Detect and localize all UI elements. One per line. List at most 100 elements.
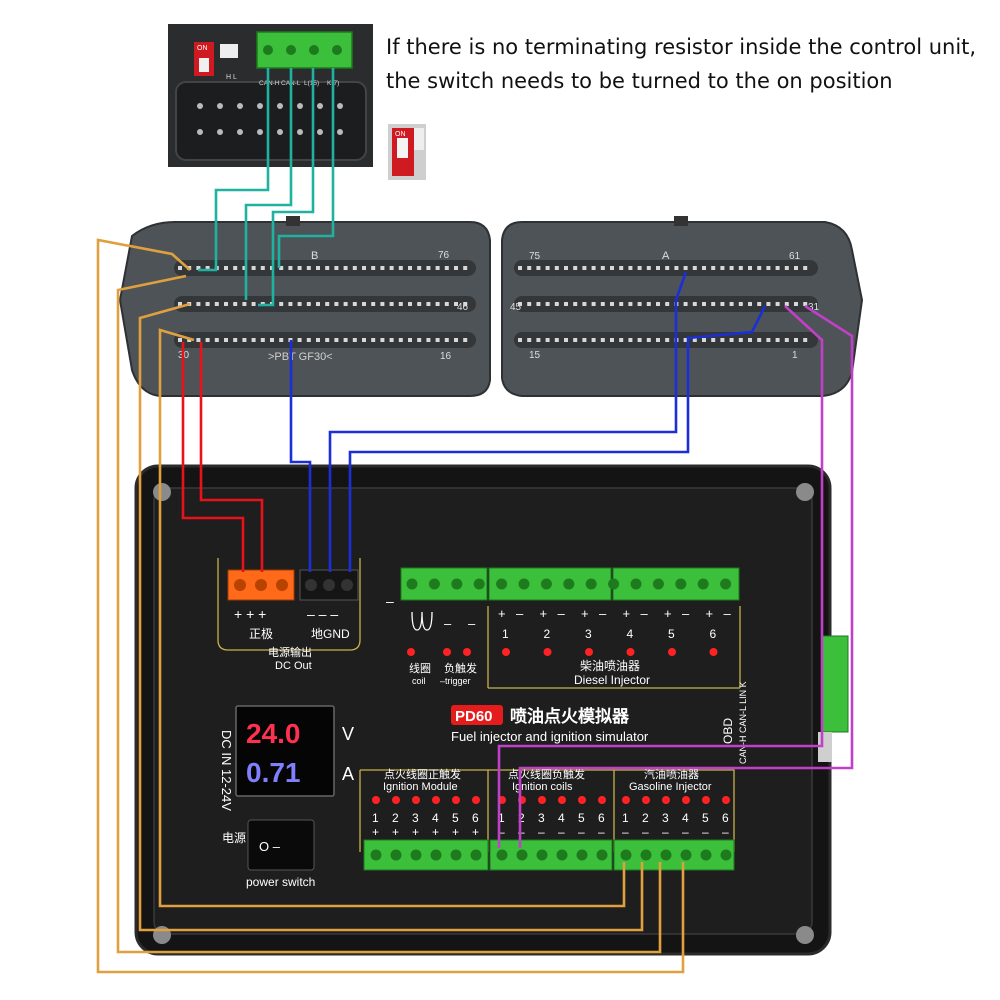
dc-out-label-en: DC Out xyxy=(275,660,312,672)
ecu-pin xyxy=(518,338,522,342)
terminal-screw xyxy=(370,849,382,861)
connector-b-pin-16: 16 xyxy=(440,351,452,362)
ecu-pin xyxy=(325,302,330,306)
trigger-label-cn: 负触发 xyxy=(444,661,477,675)
obd-pin-hole xyxy=(257,129,263,135)
wires xyxy=(96,68,854,974)
switch-detail-on-label: ON xyxy=(395,131,406,138)
ecu-pin xyxy=(536,266,541,270)
terminal-screw xyxy=(700,849,712,861)
ecu-pin xyxy=(600,302,605,306)
terminal-screw xyxy=(640,849,652,861)
terminal-screw xyxy=(576,849,588,861)
terminal-screw xyxy=(496,849,508,861)
connector-a-pin-15: 15 xyxy=(529,350,541,361)
terminal-screw xyxy=(341,579,353,591)
terminal-screw xyxy=(563,578,575,590)
ecu-pin xyxy=(637,338,642,342)
ecu-pin xyxy=(545,338,550,342)
ecu-pin xyxy=(297,266,302,270)
coil-led xyxy=(463,648,471,656)
output-number: 5 xyxy=(452,811,459,825)
ecu-pin xyxy=(343,302,348,306)
ecu-pin xyxy=(435,338,440,342)
diesel-plus-sign: + xyxy=(581,606,589,621)
obd-pin-hole xyxy=(317,103,323,109)
ecu-pin xyxy=(325,266,330,270)
coil-minus-sign: – xyxy=(386,593,394,609)
switch-pos-label: H L xyxy=(226,74,237,81)
terminal-screw xyxy=(596,849,608,861)
ecu-pin xyxy=(665,266,670,270)
output-number: 2 xyxy=(518,811,525,825)
diesel-led xyxy=(543,648,552,656)
power-switch[interactable] xyxy=(247,819,315,871)
output-led xyxy=(642,796,650,804)
ecu-pin xyxy=(738,302,743,306)
output-number: 3 xyxy=(412,811,419,825)
output-number: 6 xyxy=(722,811,729,825)
connector-b-pin-76: 76 xyxy=(438,250,450,261)
ecu-pin xyxy=(242,302,247,306)
ecu-pin xyxy=(463,266,468,270)
obd-pin-hole xyxy=(217,129,223,135)
terminal-screw xyxy=(620,849,632,861)
note-line-2: the switch needs to be turned to the on … xyxy=(386,69,893,93)
ecu-pin xyxy=(288,302,293,306)
connector-a-pin-1: 1 xyxy=(792,350,798,361)
terminal-screw xyxy=(516,849,528,861)
ecu-pin xyxy=(554,266,559,270)
ecu-pin xyxy=(426,338,431,342)
ecu-pin xyxy=(380,266,385,270)
obd-label: OBD xyxy=(721,718,735,744)
ground-signs: – – – xyxy=(307,606,338,622)
obd-pin-hole xyxy=(277,129,283,135)
positive-signs: + + + xyxy=(234,606,266,622)
ecu-pin xyxy=(214,302,219,306)
ecu-pin xyxy=(711,302,716,306)
ecu-pin xyxy=(738,338,743,342)
output-number: 6 xyxy=(598,811,605,825)
ecu-pin xyxy=(417,338,422,342)
diesel-plus-sign: + xyxy=(623,606,631,621)
ecu-pin xyxy=(251,338,256,342)
ecu-pin xyxy=(187,338,192,342)
ecu-pin xyxy=(656,338,660,342)
pin-row xyxy=(174,260,476,276)
dc-in-label: DC IN 12-24V xyxy=(219,730,234,811)
ecu-pin xyxy=(408,302,412,306)
ecu-pin xyxy=(398,338,403,342)
terminal-screw xyxy=(470,849,482,861)
ecu-pin xyxy=(619,302,624,306)
ecu-pin xyxy=(582,266,587,270)
ecu-pin xyxy=(527,338,532,342)
ecu-pin xyxy=(279,266,284,270)
output-sign: – xyxy=(538,825,545,839)
output-number: 1 xyxy=(372,811,379,825)
diesel-plus-sign: + xyxy=(664,606,672,621)
ecu-pin xyxy=(554,338,559,342)
ecu-pin xyxy=(398,266,403,270)
ecu-pin xyxy=(582,302,587,306)
blue-wire-3 xyxy=(348,305,767,572)
ecu-pin xyxy=(380,302,385,306)
output-sign: + xyxy=(452,825,459,839)
ecu-pin xyxy=(545,266,550,270)
blue-wire-2 xyxy=(328,271,688,572)
ecu-pin xyxy=(270,338,274,342)
output-sign: – xyxy=(722,825,729,839)
connector-b-pin-46: 46 xyxy=(457,302,469,313)
ecu-pin xyxy=(279,338,284,342)
ecu-pin xyxy=(757,266,762,270)
ecu-pin xyxy=(573,338,578,342)
ecu-pin xyxy=(352,266,357,270)
terminal-screw xyxy=(451,578,463,590)
ecu-pin xyxy=(352,302,357,306)
output-number: 4 xyxy=(558,811,565,825)
ecu-pin xyxy=(205,338,210,342)
ecu-pin xyxy=(628,302,633,306)
teal-wire-k7 xyxy=(277,68,335,268)
ecu-pin xyxy=(463,302,468,306)
output-led xyxy=(538,796,546,804)
output-number: 2 xyxy=(642,811,649,825)
